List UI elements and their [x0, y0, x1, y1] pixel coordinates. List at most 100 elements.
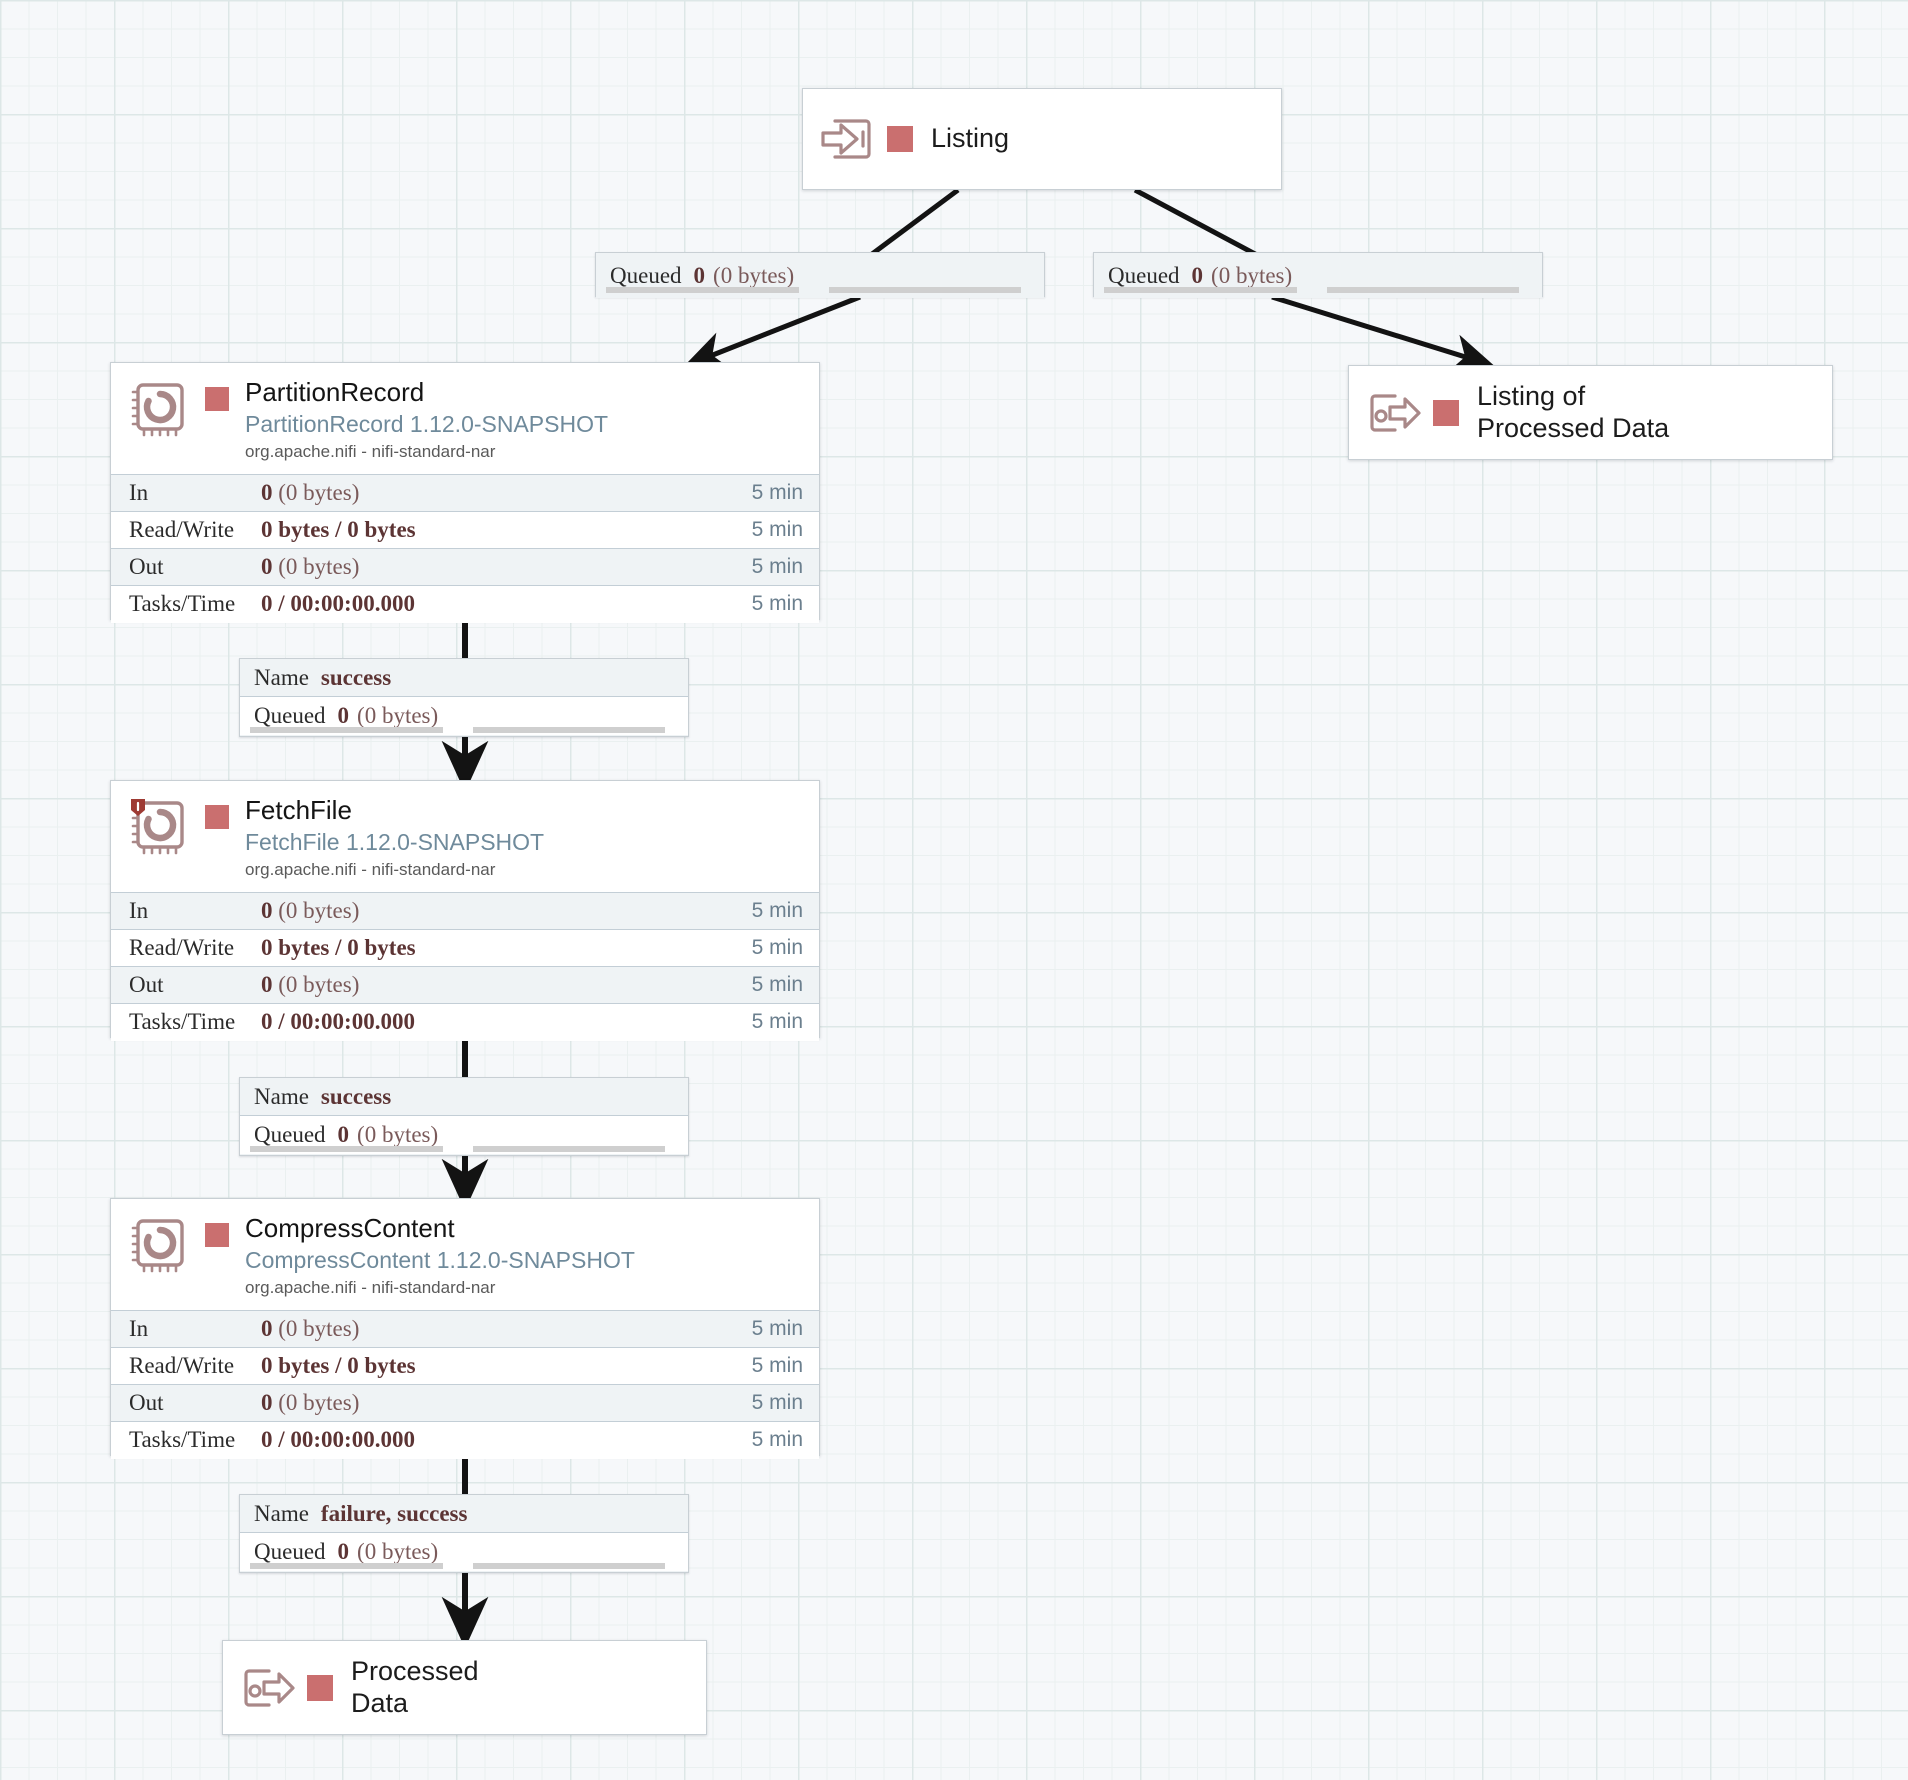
connection-label-listing-to-listing-of-processed-data[interactable]: Queued 0 (0 bytes) [1093, 252, 1543, 298]
output-port-processed-data[interactable]: Processed Data [222, 1640, 707, 1735]
stat-value: 0 bytes / 0 bytes [261, 516, 416, 542]
processor-header: CompressContent CompressContent 1.12.0-S… [111, 1199, 819, 1310]
queue-size-meter [1326, 287, 1520, 293]
stat-time: 5 min [751, 1316, 803, 1340]
stat-value: 0 (0 bytes) [261, 897, 360, 923]
edge-queue-left-to-partitionrecord [683, 294, 861, 369]
stat-row: Tasks/Time 0 / 00:00:00.000 5 min [111, 1003, 819, 1041]
stat-time: 5 min [751, 554, 803, 578]
stat-time: 5 min [751, 1353, 803, 1377]
queue-size-meter [472, 1563, 666, 1569]
stat-row: Read/Write 0 bytes / 0 bytes 5 min [111, 929, 819, 967]
queued-key: Queued [610, 262, 682, 288]
queue-meters [240, 727, 688, 733]
stat-time: 5 min [751, 935, 803, 959]
stat-value: 0 (0 bytes) [261, 479, 360, 505]
queue-meters [240, 1146, 688, 1152]
stat-label: In [129, 479, 149, 505]
connection-label-partitionrecord-to-fetchfile[interactable]: Name success Queued 0 (0 bytes) [239, 658, 689, 737]
processor-titles: FetchFile FetchFile 1.12.0-SNAPSHOT org.… [245, 795, 544, 882]
queued-key: Queued [254, 703, 326, 728]
stat-time: 5 min [751, 1390, 803, 1414]
input-port-icon [819, 116, 873, 162]
stat-label: Out [129, 1389, 164, 1415]
processor-type: PartitionRecord 1.12.0-SNAPSHOT [245, 410, 609, 437]
stat-row: Read/Write 0 bytes / 0 bytes 5 min [111, 511, 819, 549]
stat-time: 5 min [751, 972, 803, 996]
stat-time: 5 min [751, 592, 803, 616]
output-port-icon [239, 1665, 295, 1711]
queued-count: 0 [337, 1539, 350, 1564]
output-port-label: Listing of Processed Data [1477, 381, 1670, 443]
queue-meters [596, 287, 1044, 293]
input-port-listing[interactable]: Listing [802, 88, 1282, 190]
output-port-icon [1365, 390, 1421, 436]
queue-count-meter [1104, 287, 1297, 293]
processor-bundle: org.apache.nifi - nifi-standard-nar [245, 442, 496, 462]
stat-row: Read/Write 0 bytes / 0 bytes 5 min [111, 1347, 819, 1385]
connection-name-row: Name success [240, 1078, 688, 1116]
processor-icon [129, 379, 191, 441]
stat-row: Out 0 (0 bytes) 5 min [111, 1384, 819, 1422]
stat-row: Tasks/Time 0 / 00:00:00.000 5 min [111, 1421, 819, 1459]
queue-count-meter [250, 1146, 443, 1152]
stat-row: Out 0 (0 bytes) 5 min [111, 548, 819, 586]
stat-row: In 0 (0 bytes) 5 min [111, 474, 819, 512]
processor-titles: CompressContent CompressContent 1.12.0-S… [245, 1213, 635, 1300]
stat-time: 5 min [751, 1010, 803, 1034]
stat-label: Read/Write [129, 516, 235, 542]
processor-type: FetchFile 1.12.0-SNAPSHOT [245, 828, 545, 855]
stat-time: 5 min [751, 898, 803, 922]
queue-count-meter [250, 1563, 443, 1569]
processor-stats: In 0 (0 bytes) 5 min Read/Write 0 bytes … [111, 891, 819, 1041]
processor-icon [129, 797, 191, 859]
stat-label: Tasks/Time [129, 591, 236, 617]
processor-fetchfile[interactable]: FetchFile FetchFile 1.12.0-SNAPSHOT org.… [110, 780, 820, 1041]
processor-stats: In 0 (0 bytes) 5 min Read/Write 0 bytes … [111, 473, 819, 623]
queued-key: Queued [254, 1539, 326, 1564]
processor-name: PartitionRecord [245, 377, 425, 407]
connection-label-fetchfile-to-compresscontent[interactable]: Name success Queued 0 (0 bytes) [239, 1077, 689, 1156]
status-chip-running [1433, 399, 1459, 426]
processor-partitionrecord[interactable]: PartitionRecord PartitionRecord 1.12.0-S… [110, 362, 820, 623]
stat-row: Tasks/Time 0 / 00:00:00.000 5 min [111, 585, 819, 623]
connection-label-compresscontent-to-processeddata[interactable]: Name failure, success Queued 0 (0 bytes) [239, 1494, 689, 1573]
processor-name: CompressContent [245, 1213, 455, 1243]
stat-value: 0 bytes / 0 bytes [261, 1352, 416, 1378]
status-chip-running [887, 126, 913, 152]
processor-header: FetchFile FetchFile 1.12.0-SNAPSHOT org.… [111, 781, 819, 892]
stat-label: Out [129, 971, 164, 997]
status-chip-running [307, 1674, 333, 1701]
queued-count: 0 [693, 262, 706, 288]
status-chip-running [205, 1223, 229, 1247]
queued-size: (0 bytes) [1211, 262, 1293, 288]
stat-value: 0 (0 bytes) [261, 1315, 360, 1341]
processor-name: FetchFile [245, 795, 352, 825]
stat-row: In 0 (0 bytes) 5 min [111, 1310, 819, 1348]
queued-size: (0 bytes) [357, 1122, 439, 1147]
connection-label-listing-to-partitionrecord[interactable]: Queued 0 (0 bytes) [595, 252, 1045, 298]
stat-row: Out 0 (0 bytes) 5 min [111, 966, 819, 1004]
processor-icon [129, 1215, 191, 1277]
processor-compresscontent[interactable]: CompressContent CompressContent 1.12.0-S… [110, 1198, 820, 1459]
output-port-listing-of-processed-data[interactable]: Listing of Processed Data [1348, 365, 1833, 460]
stat-label: Out [129, 553, 164, 579]
queued-key: Queued [254, 1122, 326, 1147]
stat-value: 0 (0 bytes) [261, 553, 360, 579]
queued-size: (0 bytes) [713, 262, 795, 288]
restricted-shield-icon [131, 799, 145, 816]
stat-label: In [129, 1315, 149, 1341]
queue-meters [240, 1563, 688, 1569]
name-key: Name [254, 1083, 309, 1109]
stat-value: 0 / 00:00:00.000 [261, 591, 415, 617]
name-key: Name [254, 664, 309, 690]
stat-label: Tasks/Time [129, 1009, 236, 1035]
processor-titles: PartitionRecord PartitionRecord 1.12.0-S… [245, 377, 608, 464]
processor-header: PartitionRecord PartitionRecord 1.12.0-S… [111, 363, 819, 474]
queue-size-meter [472, 727, 666, 733]
stat-value: 0 (0 bytes) [261, 971, 360, 997]
stat-value: 0 (0 bytes) [261, 1389, 360, 1415]
stat-row: In 0 (0 bytes) 5 min [111, 892, 819, 930]
name-key: Name [254, 1500, 309, 1526]
